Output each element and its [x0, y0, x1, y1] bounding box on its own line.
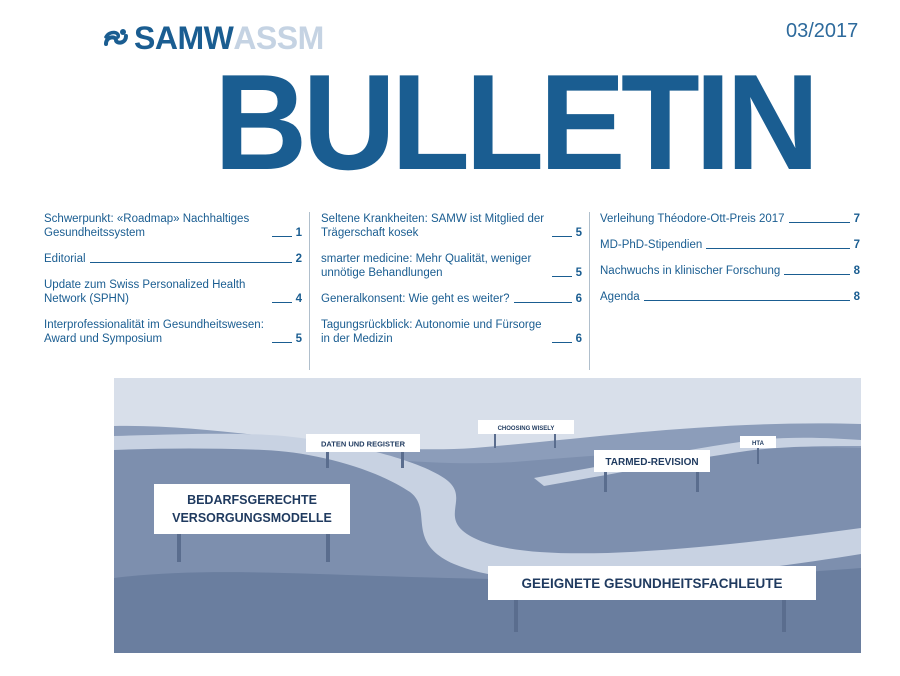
toc-entry-title: Interprofessionalität im Gesundheitswese…	[44, 319, 264, 345]
toc-entry[interactable]: Agenda 8	[600, 290, 860, 304]
sign-label: TARMED-REVISION	[605, 457, 698, 468]
toc-entry-title: Nachwuchs in klinischer Forschung	[600, 265, 781, 277]
brand-samw: SAMW	[134, 19, 234, 56]
sign-post	[326, 452, 329, 468]
toc-leader-line	[551, 276, 572, 277]
toc-entry[interactable]: Editorial 2	[44, 252, 302, 266]
toc-page-number: 8	[853, 265, 860, 277]
toc-leader-line	[784, 274, 850, 275]
toc-entry-title: Agenda	[600, 291, 640, 303]
toc-entry[interactable]: Verleihung Théodore-Ott-Preis 2017 7	[600, 212, 860, 226]
toc-entry[interactable]: Nachwuchs in klinischer Forschung 8	[600, 264, 860, 278]
sign-label: VERSORGUNGSMODELLE	[172, 511, 332, 525]
toc-leader-line	[706, 248, 850, 249]
sign-post	[696, 472, 699, 492]
toc-entry-title: Editorial	[44, 253, 86, 265]
toc-entry-title: Generalkonsent: Wie geht es weiter?	[321, 293, 510, 305]
toc-page-number: 7	[853, 239, 860, 251]
brand-assm: ASSM	[233, 19, 324, 56]
toc-entry[interactable]: Tagungsrückblick: Autonomie und Fürsorge…	[321, 318, 582, 346]
illustration-road	[114, 433, 861, 582]
toc-column-1: Schwerpunkt: «Roadmap» Nachhaltiges Gesu…	[44, 212, 302, 358]
sign-choosing-wisely: CHOOSING WISELY	[478, 420, 574, 448]
brand-logo-group: SAMW ASSM	[102, 20, 324, 56]
sign-post	[326, 534, 330, 562]
sign-post	[554, 434, 556, 448]
toc-page-number: 1	[295, 227, 302, 239]
toc-entry[interactable]: Update zum Swiss Personalized Health Net…	[44, 278, 302, 306]
sign-bedarfsgerechte-versorgungsmodelle: BEDARFSGERECHTE VERSORGUNGSMODELLE	[154, 484, 350, 562]
toc-page-number: 5	[295, 333, 302, 345]
toc-leader-line	[513, 302, 572, 303]
toc-column-3: Verleihung Théodore-Ott-Preis 2017 7 MD-P…	[600, 212, 860, 316]
toc-leader-line	[89, 262, 292, 263]
sign-post	[494, 434, 496, 448]
roadmap-illustration: DATEN UND REGISTER CHOOSING WISELY HTA T…	[114, 378, 861, 653]
sign-post	[782, 600, 786, 632]
toc-page-number: 7	[853, 213, 860, 225]
sign-daten-und-register: DATEN UND REGISTER	[306, 434, 420, 468]
toc-entry-title: Verleihung Théodore-Ott-Preis 2017	[600, 213, 785, 225]
toc-page-number: 6	[575, 333, 582, 345]
toc-entry[interactable]: smarter medicine: Mehr Qualität, weniger…	[321, 252, 582, 280]
toc-leader-line	[643, 300, 850, 301]
sign-label: HTA	[752, 441, 765, 447]
sign-board	[740, 436, 776, 448]
samw-logo-icon	[104, 29, 128, 46]
toc-leader-line	[551, 342, 572, 343]
toc-entry[interactable]: Interprofessionalität im Gesundheitswese…	[44, 318, 302, 346]
sign-tarmed-revision: TARMED-REVISION	[594, 450, 710, 492]
sign-post	[757, 448, 759, 464]
sign-post	[514, 600, 518, 632]
sign-post	[177, 534, 181, 562]
toc-entry[interactable]: Generalkonsent: Wie geht es weiter? 6	[321, 292, 582, 306]
toc-leader-line	[271, 342, 292, 343]
sign-board	[488, 566, 816, 600]
toc-entry[interactable]: MD-PhD-Stipendien 7	[600, 238, 860, 252]
toc-page-number: 8	[853, 291, 860, 303]
toc-entry[interactable]: Schwerpunkt: «Roadmap» Nachhaltiges Gesu…	[44, 212, 302, 240]
sign-board	[154, 484, 350, 534]
illustration-road-branch	[534, 437, 861, 486]
toc-page-number: 2	[295, 253, 302, 265]
toc-divider	[589, 212, 590, 370]
sign-post	[401, 452, 404, 468]
sign-board	[478, 420, 574, 434]
sign-label: BEDARFSGERECHTE	[187, 493, 317, 507]
toc-entry-title: Tagungsrückblick: Autonomie und Fürsorge…	[321, 319, 542, 345]
sign-board	[306, 434, 420, 452]
sign-hta: HTA	[740, 436, 776, 464]
toc-entry[interactable]: Seltene Krankheiten: SAMW ist Mitglied d…	[321, 212, 582, 240]
toc-leader-line	[271, 302, 292, 303]
toc-entry-title: Update zum Swiss Personalized Health Net…	[44, 279, 246, 305]
toc-entry-title: Seltene Krankheiten: SAMW ist Mitglied d…	[321, 213, 545, 239]
toc-entry-title: smarter medicine: Mehr Qualität, weniger…	[321, 253, 532, 279]
sign-label: CHOOSING WISELY	[498, 426, 555, 432]
toc-column-2: Seltene Krankheiten: SAMW ist Mitglied d…	[321, 212, 582, 358]
sign-label: DATEN UND REGISTER	[321, 440, 406, 449]
sign-geeignete-gesundheitsfachleute: GEEIGNETE GESUNDHEITSFACHLEUTE	[488, 566, 816, 632]
toc-page-number: 4	[295, 293, 302, 305]
sign-post	[604, 472, 607, 492]
toc-leader-line	[551, 236, 572, 237]
sign-board	[594, 450, 710, 472]
toc-entry-title: Schwerpunkt: «Roadmap» Nachhaltiges Gesu…	[44, 213, 250, 239]
toc-page-number: 6	[575, 293, 582, 305]
toc-leader-line	[788, 222, 850, 223]
toc-page-number: 5	[575, 267, 582, 279]
toc-entry-title: MD-PhD-Stipendien	[600, 239, 703, 251]
toc-divider	[309, 212, 310, 370]
masthead-title: BULLETIN	[214, 46, 820, 198]
toc-leader-line	[271, 236, 292, 237]
sign-label: GEEIGNETE GESUNDHEITSFACHLEUTE	[521, 576, 782, 591]
issue-number: 03/2017	[786, 20, 859, 42]
toc-page-number: 5	[575, 227, 582, 239]
